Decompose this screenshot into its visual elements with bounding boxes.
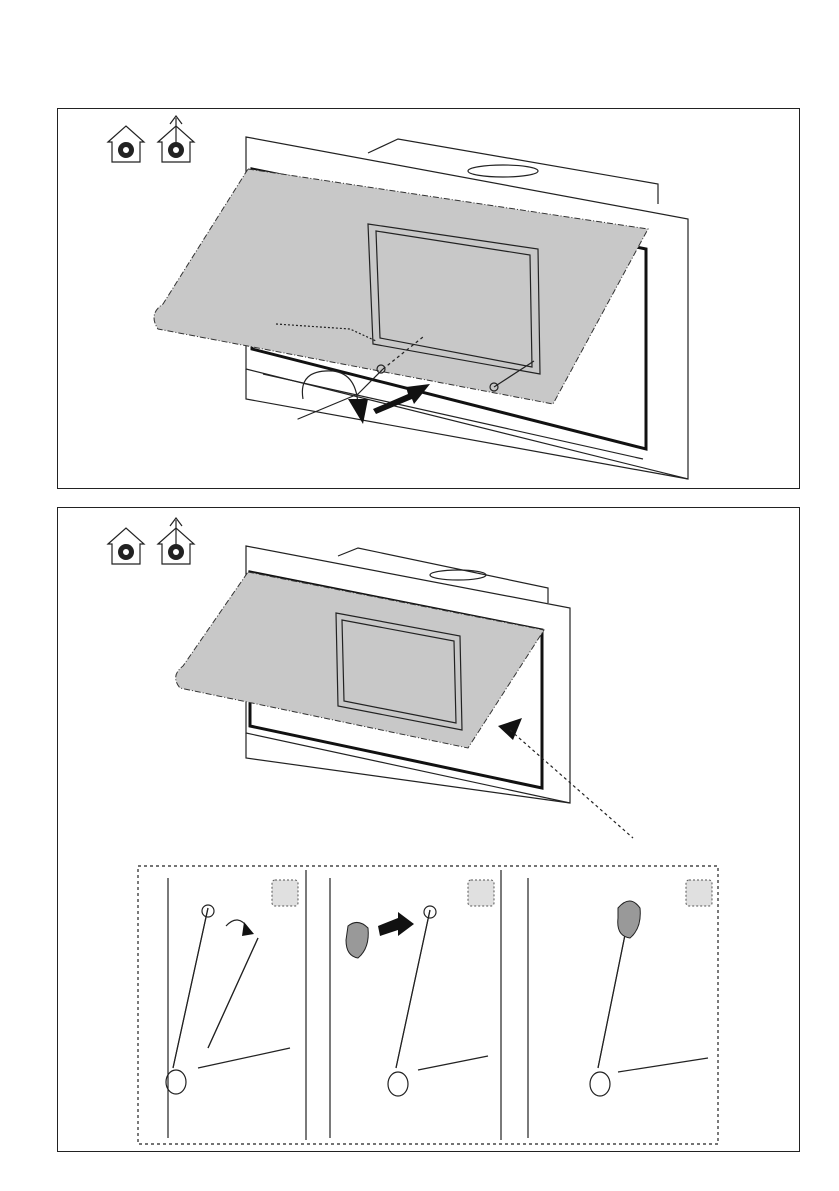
house-extraction-icon	[158, 518, 194, 564]
hood-filter-removal-illustration	[58, 109, 801, 490]
house-recirculation-icon	[108, 528, 144, 564]
gas-spring-step-b	[330, 878, 488, 1138]
gas-spring-step-c	[528, 878, 708, 1138]
hood-gas-spring-illustration	[58, 508, 801, 1153]
gas-spring-step-a	[166, 878, 290, 1138]
step-a-badge	[272, 880, 298, 906]
house-extraction-icon	[158, 116, 194, 162]
figure-panel-top	[57, 108, 800, 489]
grease-filter-panel	[154, 169, 648, 404]
step-b-badge	[468, 880, 494, 906]
figure-panel-bottom	[57, 507, 800, 1152]
step-c-badge	[686, 880, 712, 906]
detail-box	[138, 866, 718, 1144]
grease-filter-panel	[176, 572, 633, 838]
house-recirculation-icon	[108, 126, 144, 162]
